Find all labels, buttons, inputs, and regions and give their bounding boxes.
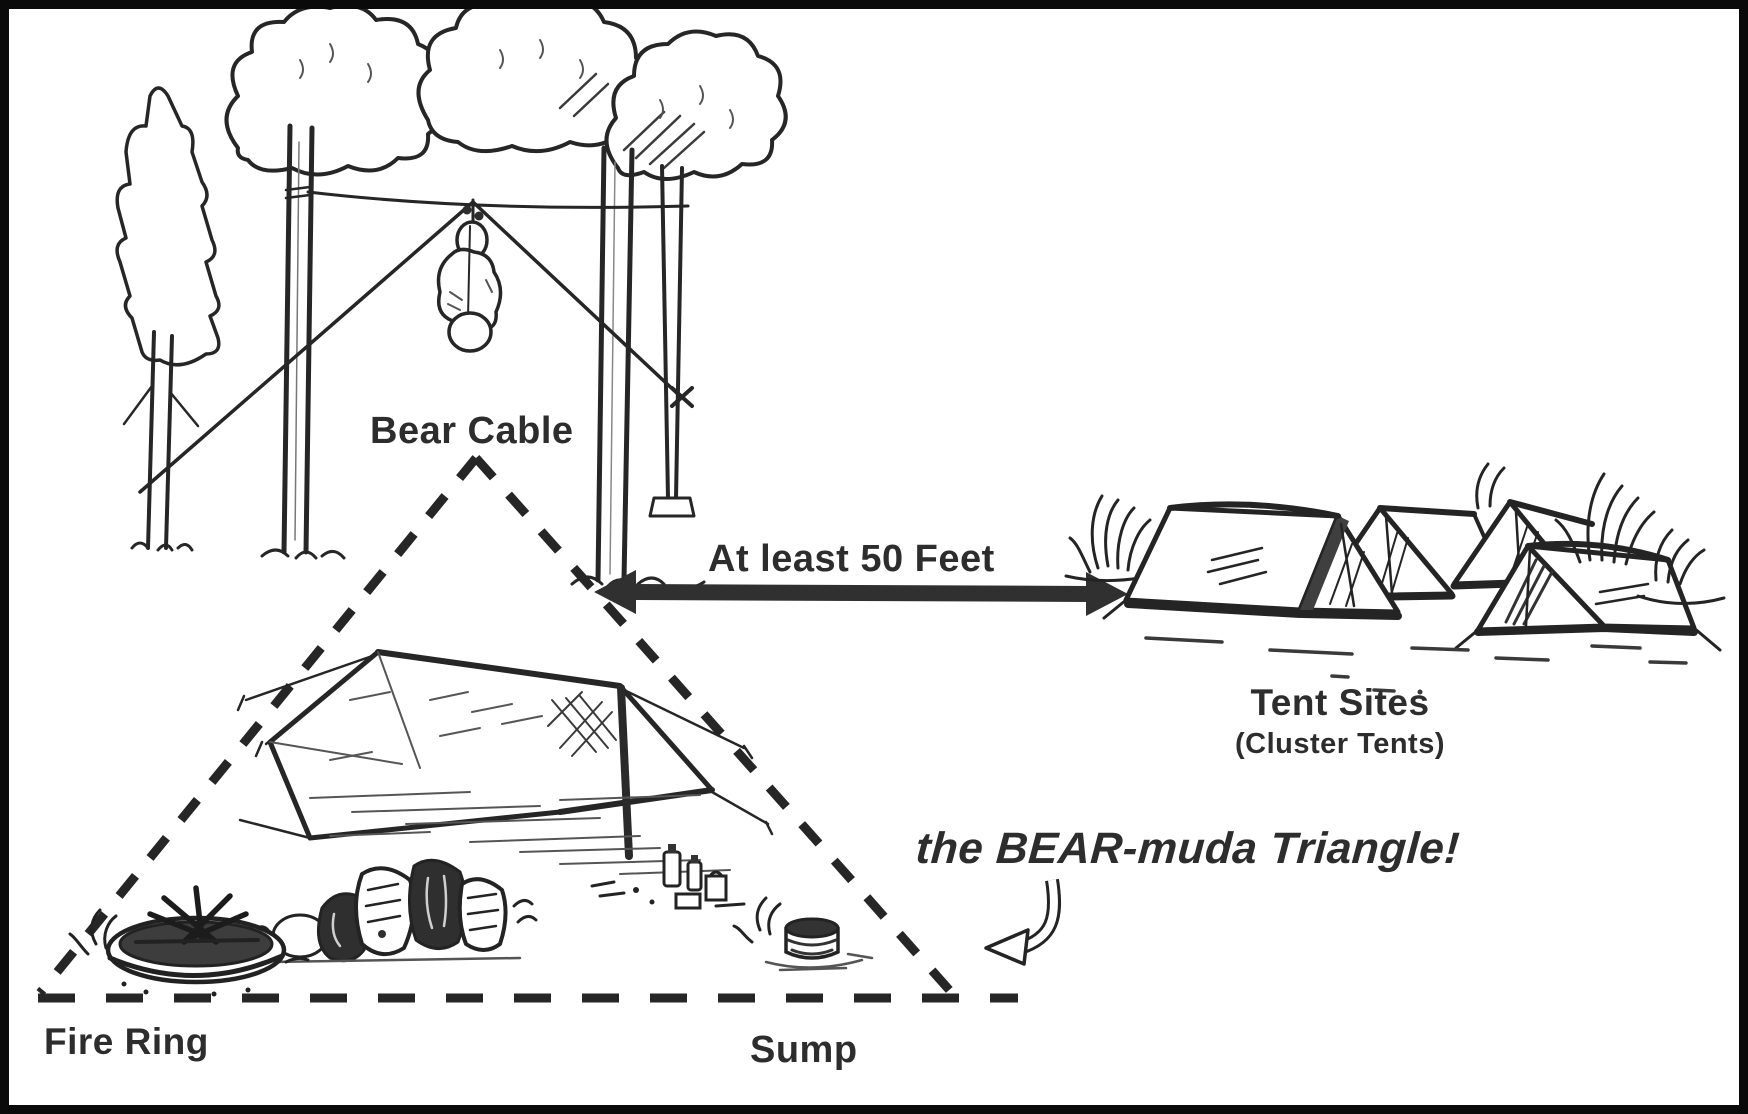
tent-sites-label: Tent Sites: [1250, 682, 1430, 723]
tents-cluster: [1064, 462, 1726, 695]
tent: [1454, 540, 1722, 652]
distance-arrow: [594, 570, 1128, 616]
grass-tuft: [1064, 494, 1152, 583]
gear-pile: [250, 858, 538, 964]
tarp-pole: [617, 684, 633, 860]
tree-canopy: [224, 9, 445, 177]
bear-cable-rig: [138, 190, 690, 494]
grass-tuft: [1554, 472, 1726, 605]
hang-tree-right-trunks: [570, 145, 706, 590]
bearmuda-triangle-dashed: [36, 455, 1018, 1003]
hoist-rope: [471, 200, 683, 399]
bear-cable-line: [306, 190, 690, 209]
hang-tree-left-trunk: [260, 123, 346, 560]
sump-label: Sump: [750, 1029, 858, 1071]
tent-sites-sublabel: (Cluster Tents): [1235, 728, 1445, 760]
hoist-rope: [138, 200, 475, 494]
hook-arrow-icon: [984, 878, 1062, 966]
bear-cable-label: Bear Cable: [370, 410, 574, 452]
sump-icon: [732, 896, 874, 972]
trees-illustration: [115, 9, 788, 590]
distance-label: At least 50 Feet: [708, 538, 995, 580]
bearmuda-caption: the BEAR-muda Triangle!: [914, 824, 1462, 873]
conifer-tree: [115, 86, 221, 552]
fire-ring-icon: [68, 885, 310, 1001]
ground-marks: [1144, 636, 1688, 695]
tent: [1102, 501, 1402, 620]
bear-bag-icon: [436, 198, 503, 353]
camp-gear-items: [590, 844, 746, 910]
tarp-shelter: [236, 649, 774, 875]
fire-ring-label: Fire Ring: [44, 1021, 209, 1062]
